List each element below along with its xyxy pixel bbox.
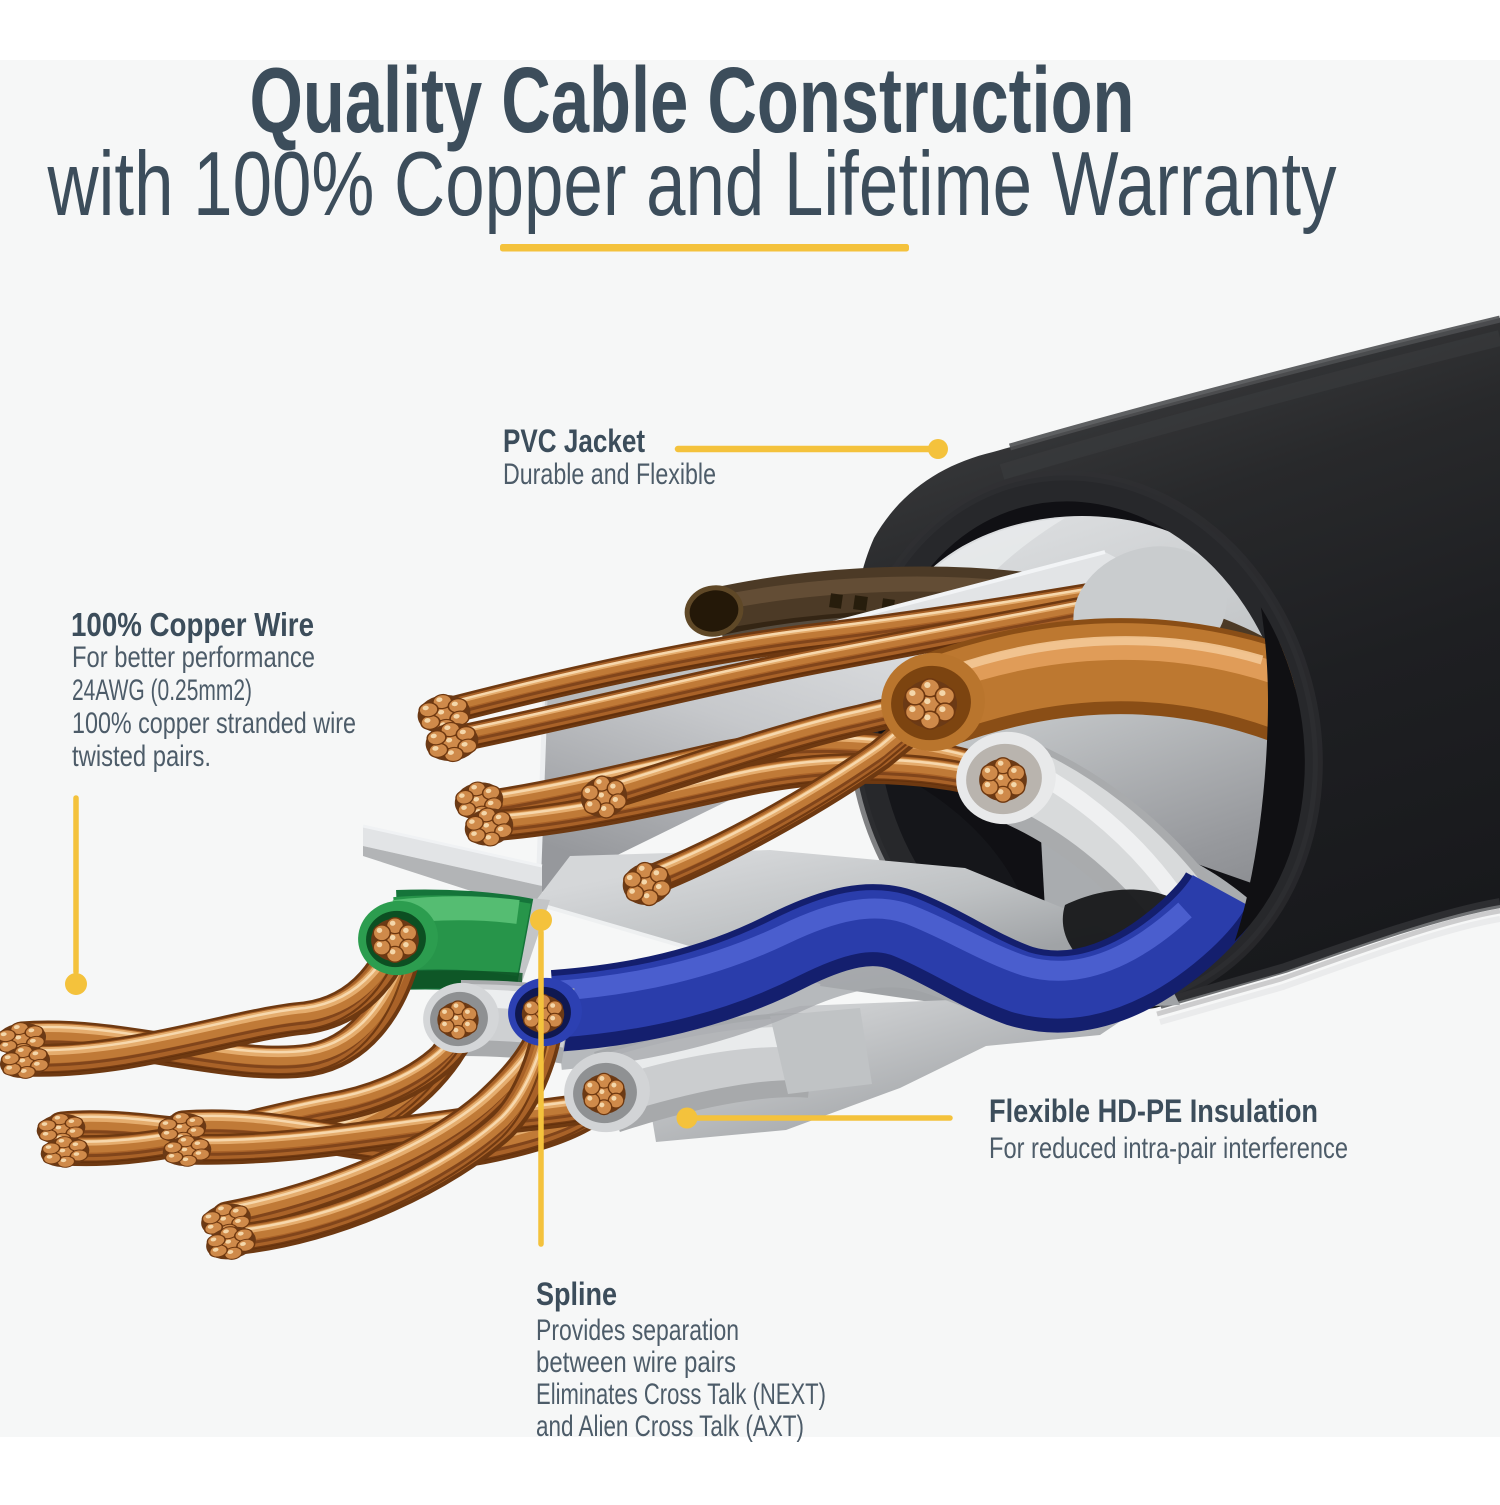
svg-text:PVC Jacket: PVC Jacket (503, 423, 645, 459)
svg-text:For reduced intra-pair interfe: For reduced intra-pair interference (989, 1132, 1348, 1165)
svg-text:with 100% Copper and Lifetime: with 100% Copper and Lifetime Warranty (47, 134, 1337, 235)
svg-text:Quality Cable Construction: Quality Cable Construction (250, 48, 1135, 152)
svg-text:and Alien Cross Talk (AXT): and Alien Cross Talk (AXT) (536, 1410, 804, 1443)
svg-text:Provides separation: Provides separation (536, 1314, 739, 1347)
svg-text:Spline: Spline (536, 1276, 617, 1312)
svg-text:100% copper stranded wire: 100% copper stranded wire (72, 707, 356, 740)
svg-text:For better performance: For better performance (72, 641, 315, 674)
svg-text:twisted pairs.: twisted pairs. (72, 740, 211, 773)
svg-text:Eliminates Cross Talk (NEXT): Eliminates Cross Talk (NEXT) (536, 1378, 826, 1411)
svg-text:between wire pairs: between wire pairs (536, 1346, 736, 1379)
svg-text:Flexible HD-PE Insulation: Flexible HD-PE Insulation (989, 1093, 1318, 1129)
svg-text:Durable and Flexible: Durable and Flexible (503, 458, 716, 491)
svg-text:100% Copper Wire: 100% Copper Wire (71, 606, 314, 643)
svg-text:24AWG (0.25mm2): 24AWG (0.25mm2) (72, 674, 252, 707)
